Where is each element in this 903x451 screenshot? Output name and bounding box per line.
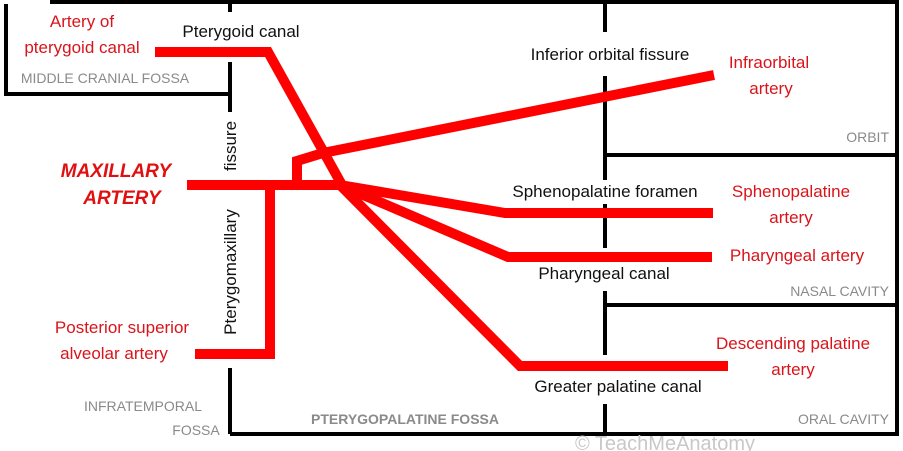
descending-palatine-label-2: artery — [771, 360, 815, 379]
descending-palatine-artery — [336, 181, 728, 371]
pterygoid-canal-label: Pterygoid canal — [182, 22, 299, 41]
middle-cranial-fossa-label: MIDDLE CRANIAL FOSSA — [21, 70, 190, 86]
infratemporal-fossa-label-1: INFRATEMPORAL — [84, 398, 202, 414]
artery-of-pterygoid-canal — [155, 47, 347, 188]
inferior-orbital-fissure-label: Inferior orbital fissure — [531, 45, 690, 64]
ptm-fissure-label-top: fissure — [221, 121, 240, 171]
psa-artery-label-2: alveolar artery — [60, 344, 168, 363]
pharyngeal-artery — [338, 180, 712, 262]
arteries — [155, 47, 728, 371]
middle-cranial-fossa-box — [4, 4, 230, 96]
top-wall — [50, 0, 899, 436]
sphenopalatine-artery — [339, 180, 713, 218]
sphenopalatine-artery-label-2: artery — [769, 208, 813, 227]
posterior-superior-alveolar-artery — [195, 185, 275, 359]
walls — [4, 0, 899, 436]
ptm-fissure-label-bottom: Pterygomaxillary — [221, 209, 240, 335]
pterygoid-artery-label-2: pterygoid canal — [24, 38, 139, 57]
pharyngeal-artery-label: Pharyngeal artery — [730, 246, 865, 265]
oral-cavity-label: ORAL CAVITY — [798, 411, 890, 427]
infraorbital-artery-label-1: Infraorbital — [729, 53, 809, 72]
infraorbital-artery — [292, 70, 715, 185]
pharyngeal-canal-label: Pharyngeal canal — [538, 264, 669, 283]
maxillary-artery-label-1: MAXILLARY — [61, 161, 174, 182]
descending-palatine-label-1: Descending palatine — [716, 334, 870, 353]
infraorbital-artery-label-2: artery — [749, 79, 793, 98]
pterygoid-artery-label-1: Artery of — [50, 12, 115, 31]
watermark: © TeachMeAnatomy — [575, 433, 755, 451]
nasal-cavity-label: NASAL CAVITY — [790, 283, 889, 299]
pterygopalatine-fossa-label: PTERYGOPALATINE FOSSA — [311, 411, 499, 427]
maxillary-artery-label-2: ARTERY — [82, 188, 163, 209]
sphenopalatine-artery-label-1: Sphenopalatine — [732, 182, 850, 201]
greater-palatine-canal-label: Greater palatine canal — [534, 377, 701, 396]
infratemporal-fossa-label-2: FOSSA — [172, 422, 220, 438]
orbit-label: ORBIT — [846, 129, 889, 145]
psa-artery-label-1: Posterior superior — [55, 318, 190, 337]
sphenopalatine-foramen-label: Sphenopalatine foramen — [512, 182, 697, 201]
